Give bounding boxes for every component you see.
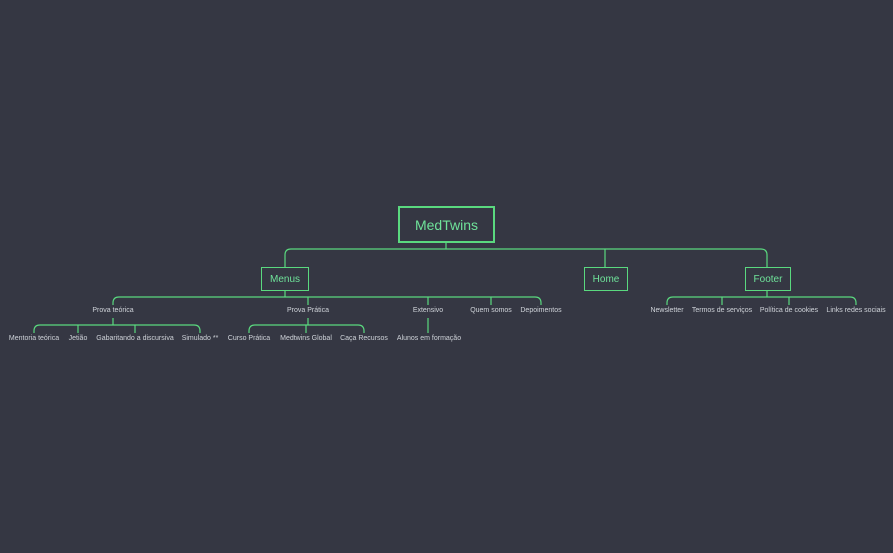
branch-node-menus[interactable]: Menus (261, 267, 309, 291)
subtopic-curso-pratica[interactable]: Curso Prática (227, 335, 271, 342)
subtopic-gabaritando-a-discursiva[interactable]: Gabaritando a discursiva (96, 335, 174, 342)
topic-links-redes-sociais[interactable]: Links redes sociais (826, 307, 886, 314)
connector-menus-children (112, 291, 542, 305)
connector-footer-children (666, 291, 857, 305)
topic-quem-somos[interactable]: Quem somos (470, 307, 512, 314)
subtopic-medtwins-global[interactable]: Medtwins Global (280, 335, 332, 342)
connector-prova-pratica-children (248, 318, 365, 333)
branch-node-footer[interactable]: Footer (745, 267, 791, 291)
subtopic-caca-recursos[interactable]: Caça Recursos (340, 335, 388, 342)
subtopic-jetiao[interactable]: Jetião (68, 335, 88, 342)
subtopic-mentoria-teorica[interactable]: Mentoria teórica (8, 335, 60, 342)
connector-prova-teorica-children (33, 318, 201, 333)
topic-depoimentos[interactable]: Depoimentos (520, 307, 562, 314)
subtopic-simulado[interactable]: Simulado ** (181, 335, 219, 342)
topic-politica-de-cookies[interactable]: Política de cookies (759, 307, 819, 314)
root-node[interactable]: MedTwins (398, 206, 495, 243)
topic-prova-pratica[interactable]: Prova Prática (286, 307, 330, 314)
subtopic-alunos-em-formacao[interactable]: Alunos em formação (396, 335, 462, 342)
connector-root-branches (284, 242, 768, 267)
topic-prova-teorica[interactable]: Prova teórica (92, 307, 134, 314)
topic-termos-de-servicos[interactable]: Termos de serviços (691, 307, 753, 314)
topic-newsletter[interactable]: Newsletter (650, 307, 684, 314)
branch-node-home[interactable]: Home (584, 267, 628, 291)
topic-extensivo[interactable]: Extensivo (412, 307, 444, 314)
